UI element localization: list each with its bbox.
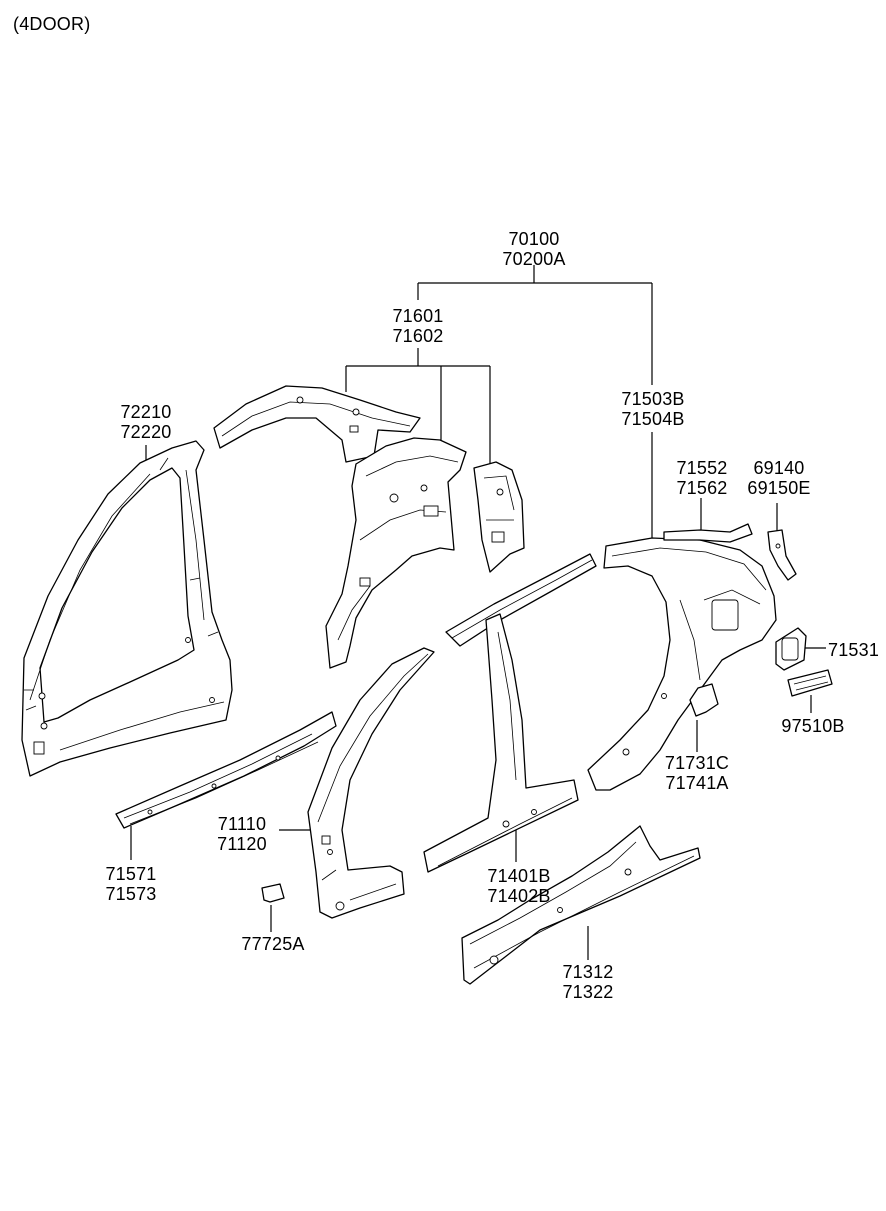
callout-69140: 69140 69150E bbox=[735, 458, 823, 498]
callout-71552: 71552 71562 bbox=[662, 458, 742, 498]
callout-72210: 72210 72220 bbox=[106, 402, 186, 442]
part-inner-side-panel bbox=[213, 385, 421, 463]
part-roof-strip bbox=[663, 523, 753, 543]
part-side-sill bbox=[461, 825, 701, 985]
part-center-pillar bbox=[423, 553, 597, 873]
callout-71552-line-2: 71562 bbox=[676, 478, 728, 498]
callout-71571: 71571 71573 bbox=[91, 864, 171, 904]
callout-71312-line-1: 71312 bbox=[562, 962, 614, 982]
callout-71731-line-2: 71741A bbox=[665, 773, 729, 793]
callout-97510-line-1: 97510B bbox=[781, 716, 845, 736]
callout-71601: 71601 71602 bbox=[378, 306, 458, 346]
callout-71531: 71531 bbox=[828, 640, 879, 660]
part-fuel-housing bbox=[775, 627, 807, 671]
part-quarter-panel bbox=[587, 537, 777, 791]
callout-70100: 70100 70200A bbox=[494, 229, 574, 269]
part-side-panel-front bbox=[21, 440, 233, 777]
part-inner-rear-piece bbox=[473, 461, 525, 573]
part-bracket-71731 bbox=[689, 683, 719, 717]
callout-70100-line-1: 70100 bbox=[508, 229, 560, 249]
callout-72210-line-1: 72210 bbox=[120, 402, 172, 422]
callout-71731-line-1: 71731C bbox=[664, 753, 730, 773]
callout-70100-line-2: 70200A bbox=[502, 249, 566, 269]
callout-71571-line-2: 71573 bbox=[105, 884, 157, 904]
callout-71531-line-1: 71531 bbox=[828, 640, 880, 660]
part-bracket-69140 bbox=[767, 529, 797, 581]
part-vent-grille bbox=[787, 669, 833, 697]
callout-71312: 71312 71322 bbox=[548, 962, 628, 1002]
callout-71552-line-1: 71552 bbox=[676, 458, 728, 478]
callout-71401: 71401B 71402B bbox=[474, 866, 564, 906]
callout-71601-line-2: 71602 bbox=[392, 326, 444, 346]
callout-71312-line-2: 71322 bbox=[562, 982, 614, 1002]
part-inner-wheelhouse bbox=[325, 437, 467, 669]
variant-label: (4DOOR) bbox=[13, 14, 91, 34]
callout-69140-line-1: 69140 bbox=[753, 458, 805, 478]
callout-69140-line-2: 69150E bbox=[747, 478, 811, 498]
callout-71110-line-1: 71110 bbox=[217, 814, 267, 834]
callout-71731: 71731C 71741A bbox=[652, 753, 742, 793]
callout-71571-line-1: 71571 bbox=[105, 864, 157, 884]
part-sill-reinforcement bbox=[115, 711, 337, 829]
callout-71401-line-1: 71401B bbox=[487, 866, 551, 886]
callout-71401-line-2: 71402B bbox=[487, 886, 551, 906]
callout-77725-line-1: 77725A bbox=[241, 934, 305, 954]
callout-72210-line-2: 72220 bbox=[120, 422, 172, 442]
part-front-pillar bbox=[307, 647, 435, 919]
callout-71503-line-1: 71503B bbox=[621, 389, 685, 409]
callout-71110-line-2: 71120 bbox=[217, 834, 267, 854]
leader-lines bbox=[130, 265, 826, 960]
part-bracket-77725 bbox=[261, 883, 285, 903]
callout-71503-line-2: 71504B bbox=[621, 409, 685, 429]
callout-77725: 77725A bbox=[228, 934, 318, 954]
callout-71601-line-1: 71601 bbox=[392, 306, 444, 326]
callout-97510: 97510B bbox=[770, 716, 856, 736]
callout-71110: 71110 71120 bbox=[202, 814, 282, 854]
callout-71503: 71503B 71504B bbox=[608, 389, 698, 429]
